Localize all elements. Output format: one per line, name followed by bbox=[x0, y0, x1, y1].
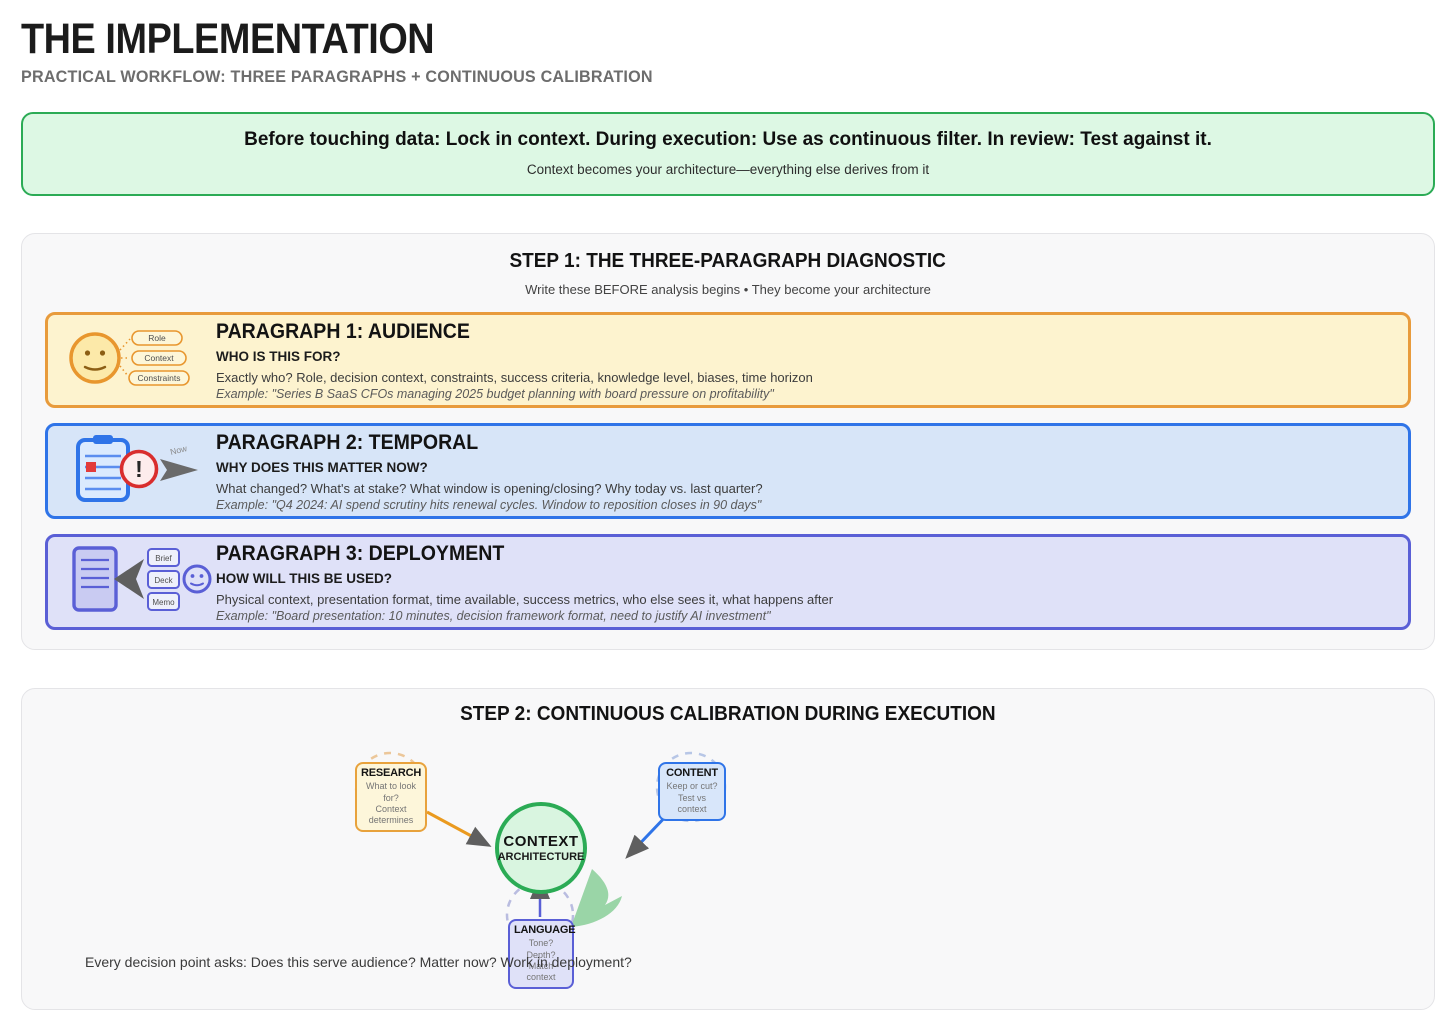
page-header: THE IMPLEMENTATION PRACTICAL WORKFLOW: T… bbox=[21, 15, 1435, 87]
research-node-line1: What to look for? bbox=[365, 781, 417, 803]
paragraph1-example: Example: "Series B SaaS CFOs managing 20… bbox=[216, 386, 774, 401]
paragraph1-audience-card: Role Context Constraints PARAGRAPH 1: AU… bbox=[45, 312, 1411, 409]
research-node-line2: Context determines bbox=[368, 803, 414, 826]
paragraph3-title: PARAGRAPH 3: DEPLOYMENT bbox=[216, 541, 505, 565]
deck-output-label: Deck bbox=[154, 576, 173, 585]
clipboard-alert-arrow-icon: ! Now bbox=[64, 428, 214, 515]
paragraph2-body: What changed? What's at stake? What wind… bbox=[216, 480, 763, 496]
language-node: LANGUAGE Tone? Depth? Match context bbox=[508, 919, 576, 990]
constraints-tag-label: Constraints bbox=[138, 373, 181, 383]
research-node: RESEARCH What to look for? Context deter… bbox=[355, 762, 427, 833]
paragraph1-body: Exactly who? Role, decision context, con… bbox=[216, 369, 813, 385]
research-node-label: RESEARCH bbox=[361, 767, 422, 780]
context-tag-label: Context bbox=[144, 353, 174, 363]
page-title: THE IMPLEMENTATION bbox=[21, 15, 435, 63]
exclamation-mark: ! bbox=[135, 456, 143, 482]
context-principle-banner: Before touching data: Lock in context. D… bbox=[21, 112, 1435, 197]
document-to-outputs-icon: Brief Deck Memo bbox=[64, 539, 214, 626]
step1-title: STEP 1: THE THREE-PARAGRAPH DIAGNOSTIC bbox=[509, 250, 947, 273]
page-subtitle: PRACTICAL WORKFLOW: THREE PARAGRAPHS + C… bbox=[21, 67, 653, 87]
context-architecture-node: CONTEXT ARCHITECTURE bbox=[495, 802, 587, 895]
banner-subtext: Context becomes your architecture—everyt… bbox=[526, 162, 930, 178]
content-node-line1: Keep or cut? bbox=[666, 781, 718, 792]
memo-output-label: Memo bbox=[152, 598, 175, 607]
paragraph3-example: Example: "Board presentation: 10 minutes… bbox=[216, 608, 771, 623]
now-label: Now bbox=[169, 443, 189, 457]
paragraph3-deployment-card: Brief Deck Memo PARAGRAPH 3: DEPLOYMENT … bbox=[45, 534, 1411, 631]
content-node-line2: Test vs context bbox=[677, 792, 707, 814]
context-to-language-swoosh bbox=[571, 869, 622, 928]
paragraph2-temporal-card: ! Now PARAGRAPH 2: TEMPORAL WHY DOES THI… bbox=[45, 423, 1411, 520]
step2-caption: Every decision point asks: Does this ser… bbox=[85, 954, 632, 971]
paragraph2-title: PARAGRAPH 2: TEMPORAL bbox=[216, 430, 479, 454]
brief-output-label: Brief bbox=[155, 554, 172, 563]
role-tag-label: Role bbox=[148, 333, 166, 343]
banner-headline: Before touching data: Lock in context. D… bbox=[244, 129, 1212, 151]
context-label: CONTEXT bbox=[503, 833, 579, 851]
content-node: CONTENT Keep or cut? Test vs context bbox=[658, 762, 726, 822]
step1-subtitle: Write these BEFORE analysis begins • The… bbox=[525, 282, 931, 298]
paragraph1-title: PARAGRAPH 1: AUDIENCE bbox=[216, 319, 470, 343]
paragraph3-body: Physical context, presentation format, t… bbox=[216, 591, 834, 607]
language-node-line1: Tone? Depth? bbox=[526, 938, 556, 960]
paragraph1-question: WHO IS THIS FOR? bbox=[216, 348, 341, 364]
step2-panel: STEP 2: CONTINUOUS CALIBRATION DURING EX… bbox=[21, 688, 1435, 1011]
paragraph2-example: Example: "Q4 2024: AI spend scrutiny hit… bbox=[216, 497, 762, 512]
architecture-label: ARCHITECTURE bbox=[497, 851, 585, 864]
language-node-line2: Match context bbox=[526, 960, 556, 983]
research-to-context-arrow bbox=[426, 810, 492, 848]
content-node-label: CONTENT bbox=[666, 767, 718, 780]
audience-smiley-tags-icon: Role Context Constraints bbox=[64, 317, 214, 404]
language-node-label: LANGUAGE bbox=[514, 924, 576, 937]
step2-title: STEP 2: CONTINUOUS CALIBRATION DURING EX… bbox=[460, 703, 996, 726]
paragraph2-question: WHY DOES THIS MATTER NOW? bbox=[216, 459, 428, 475]
paragraph3-question: HOW WILL THIS BE USED? bbox=[216, 570, 392, 586]
step1-panel: STEP 1: THE THREE-PARAGRAPH DIAGNOSTIC W… bbox=[21, 233, 1435, 651]
